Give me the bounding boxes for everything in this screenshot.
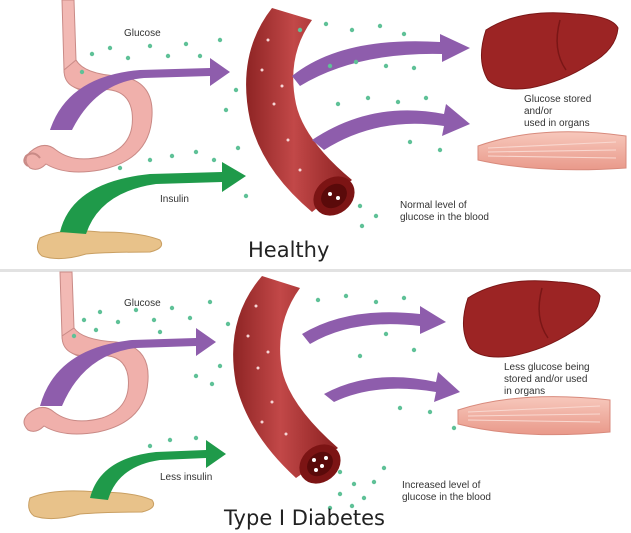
panel-title: Type I Diabetes — [224, 506, 385, 530]
glucose-label: Glucose — [124, 28, 161, 40]
organs-label-line2: stored and/or used — [504, 374, 587, 386]
organs-label-line3: in organs — [504, 386, 545, 398]
pancreas-icon — [37, 231, 161, 259]
glucose-label: Glucose — [124, 298, 161, 310]
blood-label-line2: glucose in the blood — [402, 492, 491, 504]
muscle-icon — [478, 132, 626, 170]
organs-label-line3: used in organs — [524, 118, 590, 130]
organs-label-line1: Glucose stored — [524, 94, 591, 106]
organs-label-line1: Less glucose being — [504, 362, 590, 374]
blood-vessel-icon — [233, 276, 348, 492]
liver-icon — [463, 281, 600, 357]
insulin-arrow-icon — [90, 440, 226, 500]
healthy-illustration — [0, 0, 631, 270]
organs-label-line2: and/or — [524, 106, 552, 118]
glucose-to-liver-arrow-icon — [292, 34, 470, 86]
blood-vessel-icon — [246, 8, 362, 224]
panel-healthy: Glucose Insulin Glucose stored and/or us… — [0, 0, 631, 270]
panel-title: Healthy — [248, 238, 329, 262]
insulin-label: Insulin — [160, 194, 189, 206]
glucose-to-liver-arrow-icon — [302, 306, 446, 344]
blood-label-line2: glucose in the blood — [400, 212, 489, 224]
insulin-label: Less insulin — [160, 472, 212, 484]
glucose-to-muscle-arrow-icon — [312, 104, 470, 150]
glucose-to-muscle-arrow-icon — [324, 372, 460, 402]
blood-label-line1: Increased level of — [402, 480, 480, 492]
type1-illustration — [0, 272, 631, 533]
panel-type1-diabetes: Glucose Less insulin Less glucose being … — [0, 272, 631, 533]
insulin-arrow-icon — [60, 162, 246, 234]
muscle-icon — [458, 397, 610, 435]
blood-label-line1: Normal level of — [400, 200, 467, 212]
liver-icon — [481, 13, 618, 89]
